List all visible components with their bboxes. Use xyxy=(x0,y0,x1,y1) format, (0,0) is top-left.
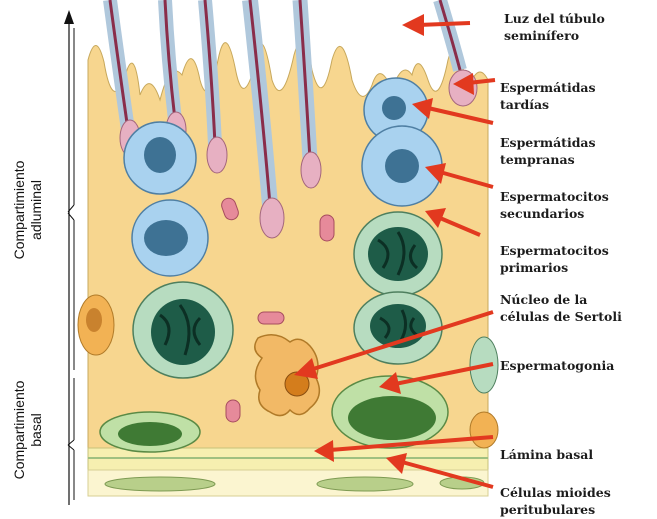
label-primary-spermatocytes-line1: Espermatocitos xyxy=(500,243,609,258)
structure-labels: Luz del túbulo seminífero Espermátidas t… xyxy=(500,11,622,517)
label-late-spermatids-line1: Espermátidas xyxy=(500,80,596,95)
myoid-cell xyxy=(317,477,413,491)
label-lumen-line1: Luz del túbulo xyxy=(504,11,605,26)
label-primary-spermatocytes-line2: primarios xyxy=(500,260,568,275)
label-early-spermatids-line1: Espermátidas xyxy=(500,135,596,150)
label-early-spermatids-line2: tempranas xyxy=(500,152,575,167)
label-sertoli-nucleus-line2: células de Sertoli xyxy=(500,309,622,324)
label-basal-lamina: Lámina basal xyxy=(500,447,593,462)
label-spermatogonia: Espermatogonia xyxy=(500,358,614,373)
label-secondary-spermatocytes-line1: Espermatocitos xyxy=(500,189,609,204)
adluminal-label-line2: adluminal xyxy=(28,180,44,240)
label-late-spermatids-line2: tardías xyxy=(500,97,549,112)
myoid-cell xyxy=(105,477,215,491)
compartment-axis xyxy=(64,10,74,505)
basal-label-line1: Compartimiento xyxy=(11,380,27,479)
label-myoid-cells-line1: Células mioides xyxy=(500,485,611,500)
label-secondary-spermatocytes-line2: secundarios xyxy=(500,206,584,221)
adluminal-label-line1: Compartimiento xyxy=(11,160,27,259)
label-lumen-line2: seminífero xyxy=(504,28,579,43)
label-myoid-cells-line2: peritubulares xyxy=(500,502,595,517)
label-sertoli-nucleus-line1: Núcleo de la xyxy=(500,292,587,307)
basal-label-line2: basal xyxy=(28,413,44,446)
